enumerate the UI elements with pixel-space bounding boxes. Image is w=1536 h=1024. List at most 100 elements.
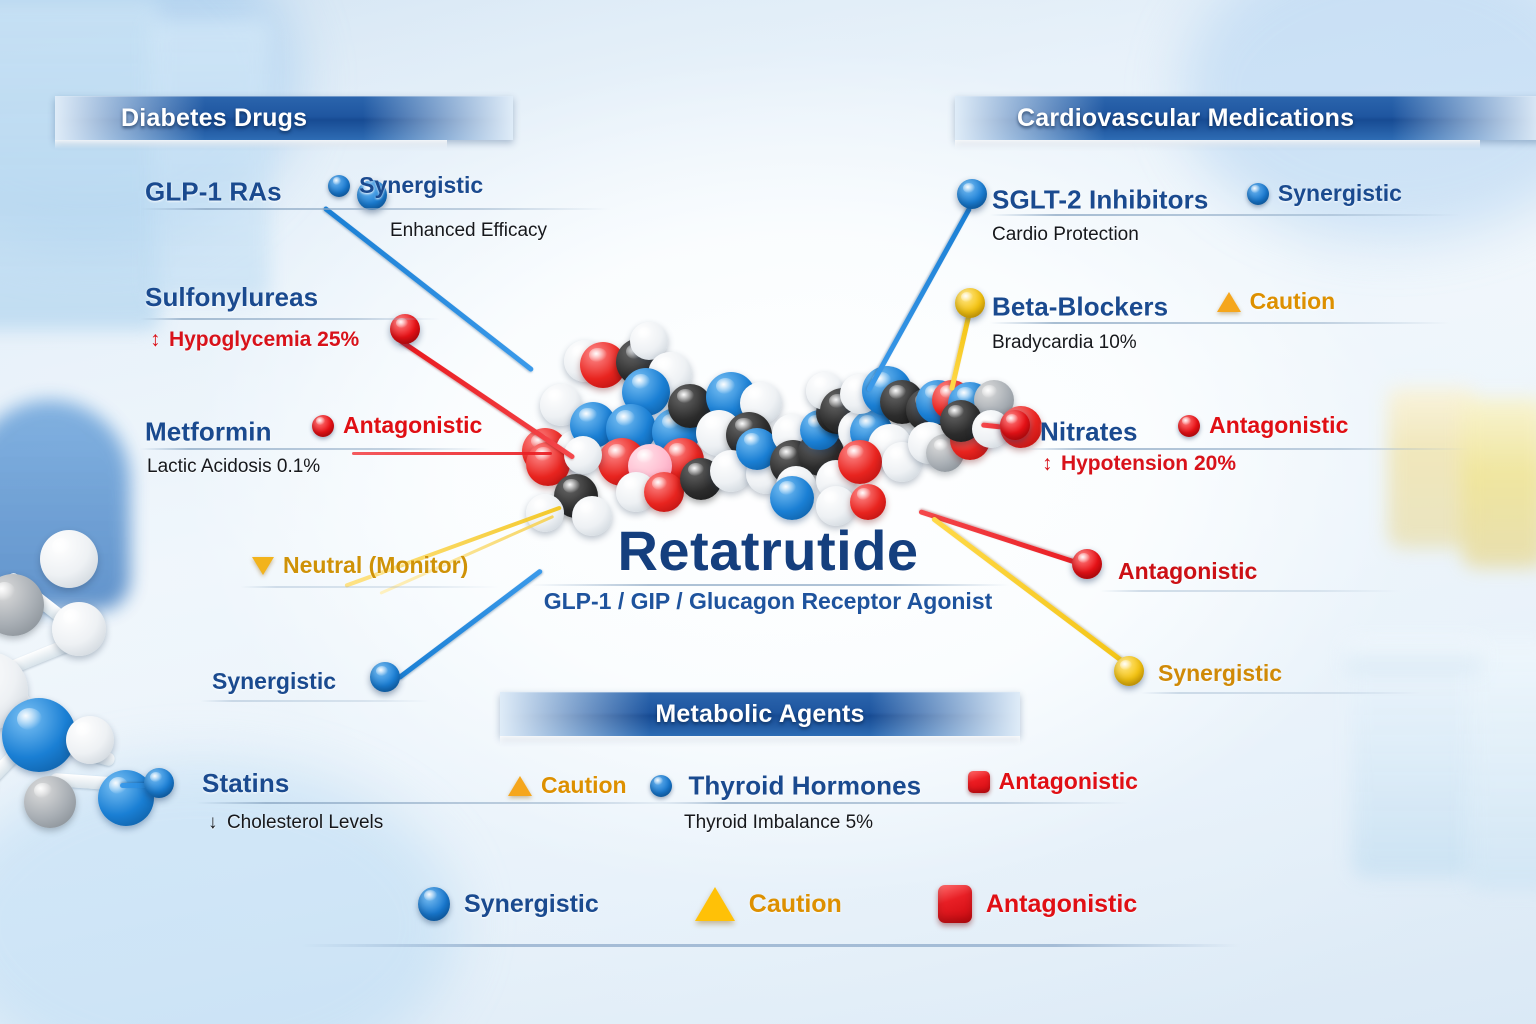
connector-pin-statins <box>144 768 174 798</box>
row-divider <box>990 214 1460 216</box>
legend-label-antagonistic: Antagonistic <box>985 889 1138 918</box>
drug-detail-metformin: Lactic Acidosis 0.1% <box>147 456 320 478</box>
drug-detail-text-thyroid: Thyroid Imbalance 5% <box>684 812 874 833</box>
row-divider <box>140 448 490 450</box>
section-title-diabetes: Diabetes Drugs <box>121 103 308 132</box>
drug-row-thyroid[interactable]: Thyroid Hormones Antagonistic <box>650 768 1138 802</box>
legend-item-synergistic[interactable]: Synergistic <box>418 887 599 921</box>
status-chip-glp1[interactable]: Synergistic <box>328 172 483 199</box>
up-down-arrow-icon: ↕ <box>150 328 161 351</box>
bar-fade-right <box>363 96 513 140</box>
floating-marker-right-antagonistic[interactable]: Antagonistic <box>1118 558 1257 585</box>
status-chip-nitrates[interactable]: Antagonistic <box>1178 412 1348 439</box>
lab-bottle <box>1352 648 1476 878</box>
row-divider <box>990 322 1450 324</box>
drug-row-nitrates[interactable]: Nitrates Antagonistic <box>1040 412 1348 448</box>
section-header-metabolic: Metabolic Agents <box>500 692 1020 736</box>
section-header-cardiovascular: Cardiovascular Medications <box>955 96 1536 140</box>
status-chip-sglt2[interactable]: Synergistic <box>1246 180 1402 207</box>
orange-triangle-icon <box>508 775 532 796</box>
section-header-underglow <box>55 140 447 149</box>
connector-pin-right-antagonistic <box>1072 549 1102 579</box>
drug-detail-statins: ↓ Cholesterol Levels <box>208 812 383 834</box>
connector-pin-sglt2 <box>957 179 987 209</box>
legend: Synergistic Caution Antagonistic <box>418 885 1137 923</box>
status-chip-statins[interactable]: Caution <box>508 772 627 801</box>
drug-detail-glp1: Enhanced Efficacy <box>390 220 547 242</box>
drug-detail-text-glp1: Enhanced Efficacy <box>390 220 548 241</box>
drug-row-statins[interactable]: Statins <box>202 768 289 799</box>
floating-label-right-antagonistic: Antagonistic <box>1118 558 1258 584</box>
background-glow <box>0 760 460 1024</box>
bar-fade-left <box>500 692 650 736</box>
connector-pin-right-synergistic <box>1114 656 1144 686</box>
connector-ray-metformin <box>352 452 552 455</box>
yellow-triangle-icon <box>694 887 735 921</box>
connector-pin-glp1 <box>357 180 387 210</box>
legend-label-caution: Caution <box>748 889 842 918</box>
floating-label-right-synergistic: Synergistic <box>1158 660 1282 686</box>
drug-row-betablockers[interactable]: Beta-Blockers Caution <box>992 288 1335 323</box>
drug-detail-betablockers: Bradycardia 10% <box>992 332 1137 354</box>
legend-item-caution[interactable]: Caution <box>694 887 842 921</box>
row-divider <box>1140 692 1420 694</box>
floating-label-neutral-monitor: Neutral (Monitor) <box>283 552 469 578</box>
legend-label-synergistic: Synergistic <box>464 889 599 918</box>
bar-fade-left <box>55 96 205 140</box>
legend-divider <box>300 944 1240 947</box>
status-chip-thyroid[interactable]: Antagonistic <box>967 768 1138 795</box>
center-title-divider <box>530 584 1010 586</box>
drug-name-sulfonylureas: Sulfonylureas <box>145 282 319 312</box>
orange-triangle-icon <box>1216 291 1241 312</box>
connector-pin-betablockers <box>955 288 985 318</box>
drug-detail-text-nitrates: Hypotension 20% <box>1060 452 1236 475</box>
section-title-metabolic: Metabolic Agents <box>655 699 865 728</box>
drug-name-glp1: GLP-1 RAs <box>145 176 282 207</box>
drug-detail-thyroid: Thyroid Imbalance 5% <box>684 812 873 834</box>
status-chip-metformin[interactable]: Antagonistic <box>312 412 482 439</box>
blue-circle-icon <box>1246 182 1269 205</box>
bar-fade-right <box>1392 96 1536 140</box>
status-label-metformin: Antagonistic <box>343 412 483 438</box>
drug-row-sglt2[interactable]: SGLT-2 Inhibitors Synergistic <box>992 180 1402 216</box>
row-divider <box>1100 590 1400 592</box>
section-header-diabetes: Diabetes Drugs <box>55 96 513 140</box>
row-divider <box>196 802 696 804</box>
floating-marker-right-synergistic[interactable]: Synergistic <box>1158 660 1282 687</box>
drug-row-glp1[interactable]: GLP-1 RAs Synergistic <box>145 172 483 208</box>
connector-pin-nitrates <box>1000 410 1030 440</box>
section-header-underglow <box>955 140 1480 149</box>
drug-detail-text-sglt2: Cardio Protection <box>992 224 1139 245</box>
row-divider <box>240 586 500 588</box>
floating-marker-left-synergistic[interactable]: Synergistic <box>212 668 336 695</box>
drug-detail-text-betablockers: Bradycardia 10% <box>992 332 1137 353</box>
drug-row-sulfonylureas[interactable]: Sulfonylureas <box>145 282 318 313</box>
drug-detail-nitrates: ↕ Hypotension 20% <box>1042 452 1236 476</box>
blue-circle-icon <box>328 174 351 197</box>
lab-glassware <box>0 0 160 330</box>
red-square-icon <box>967 770 990 793</box>
floating-marker-neutral-monitor[interactable]: Neutral (Monitor) <box>252 552 468 580</box>
status-label-nitrates: Antagonistic <box>1209 412 1349 438</box>
connector-line-betablockers <box>949 313 972 392</box>
section-title-cardiovascular: Cardiovascular Medications <box>1017 103 1355 132</box>
drug-row-metformin[interactable]: Metformin Antagonistic <box>145 412 482 448</box>
red-square-icon <box>937 885 972 923</box>
drug-name-betablockers: Beta-Blockers <box>992 291 1169 322</box>
page-subtitle: GLP-1 / GIP / Glucagon Receptor Agonist <box>543 588 993 614</box>
drug-name-statins: Statins <box>202 768 290 798</box>
legend-item-antagonistic[interactable]: Antagonistic <box>937 885 1138 923</box>
up-down-arrow-icon: ↕ <box>1042 452 1053 475</box>
bar-fade-left <box>955 96 1105 140</box>
status-label-betablockers: Caution <box>1249 288 1336 314</box>
row-divider <box>200 700 430 702</box>
drug-detail-sulfonylureas: ↕ Hypoglycemia 25% <box>150 328 359 352</box>
red-circle-icon <box>1178 414 1201 437</box>
section-header-underglow <box>500 736 1020 745</box>
status-label-thyroid: Antagonistic <box>998 768 1138 794</box>
status-label-glp1: Synergistic <box>359 172 484 198</box>
floating-label-left-synergistic: Synergistic <box>212 668 336 694</box>
drug-detail-text-statins: Cholesterol Levels <box>226 812 384 833</box>
status-label-statins: Caution <box>541 772 627 798</box>
status-chip-betablockers[interactable]: Caution <box>1216 288 1336 315</box>
